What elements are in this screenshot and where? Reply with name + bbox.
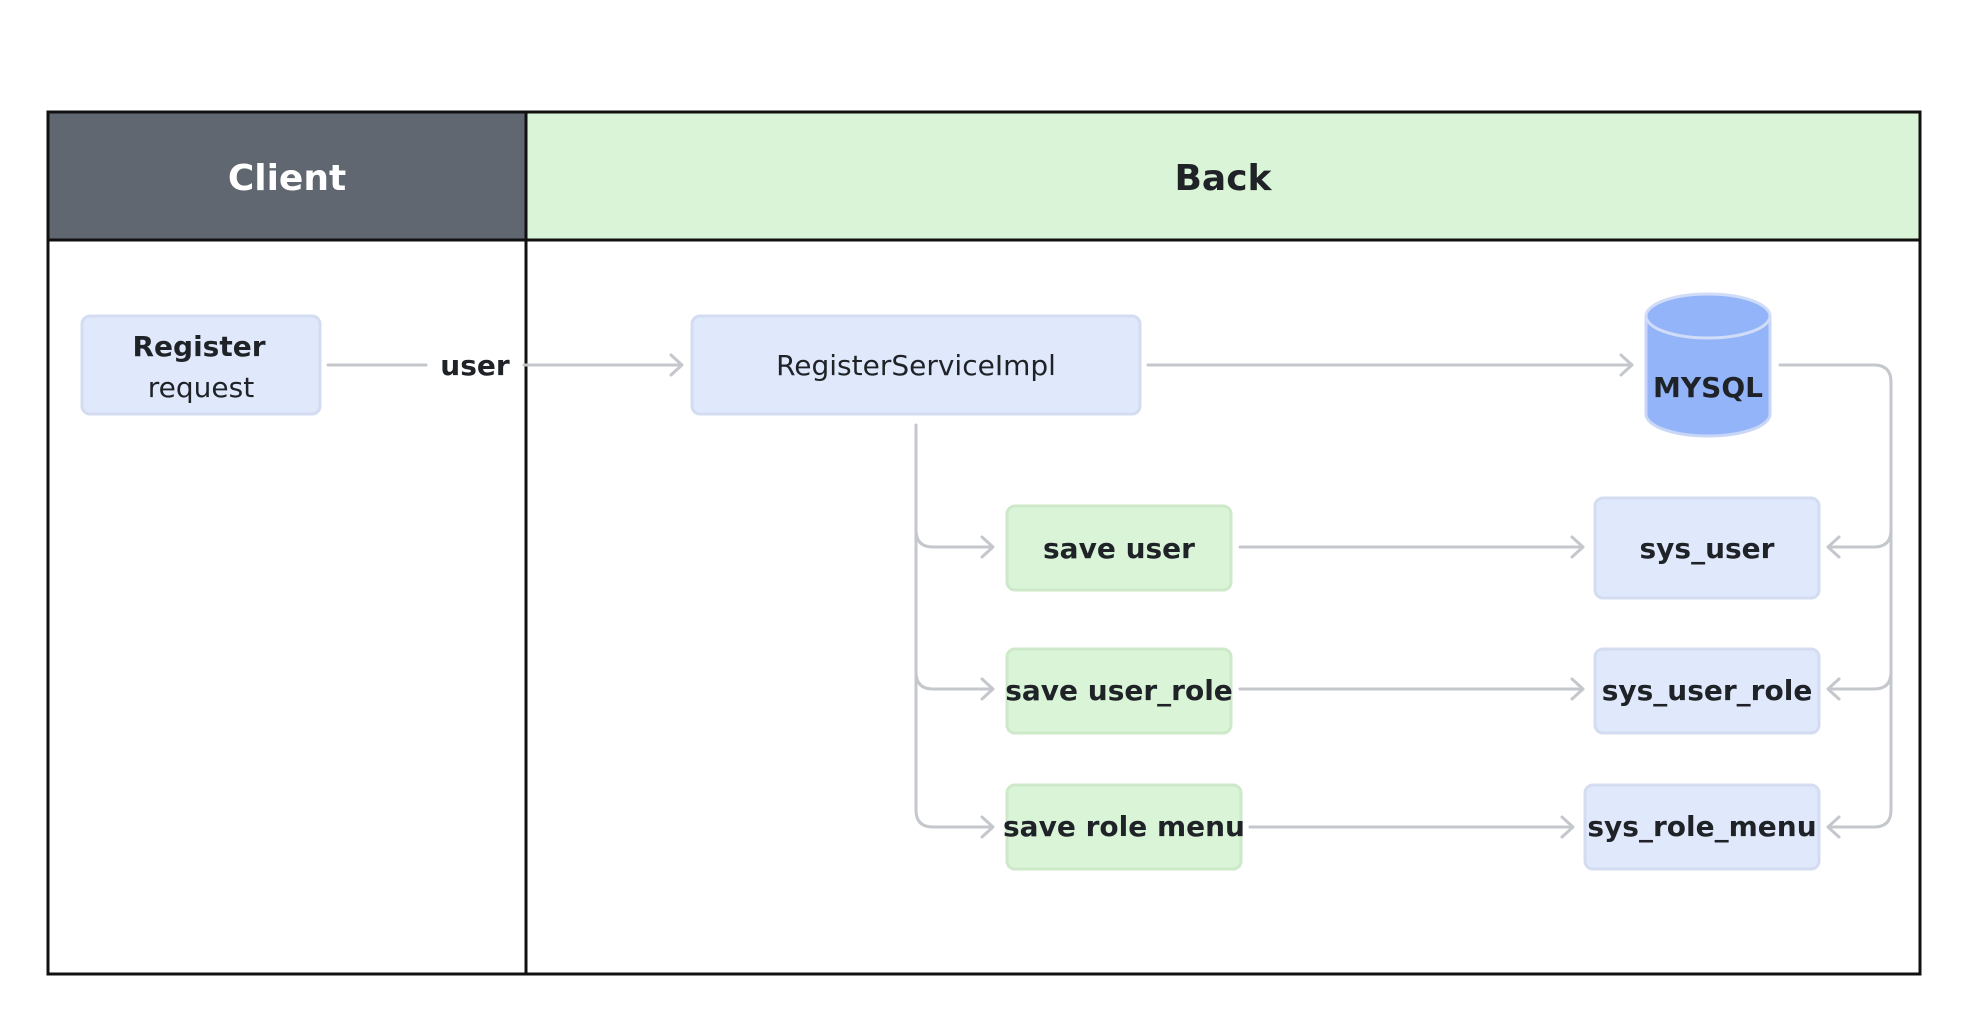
save-user-role-node: save user_role	[1005, 647, 1233, 735]
client-lane-header	[48, 112, 526, 240]
sys-user-label: sys_user	[1640, 532, 1775, 565]
connectors	[326, 353, 1893, 839]
register-service-label: RegisterServiceImpl	[776, 349, 1056, 382]
back-lane-header	[526, 112, 1920, 240]
register-request-node: Register request	[80, 314, 322, 416]
sys-user-role-table-node: sys_user_role	[1593, 647, 1821, 735]
connector-mysql-branch-sys-user-role	[1828, 670, 1893, 691]
arrowhead-sys-user	[1570, 535, 1585, 559]
connector-branch-save-user	[914, 528, 994, 549]
connector-mysql-trunk	[1778, 363, 1893, 829]
client-lane-title: Client	[228, 158, 346, 199]
database-icon	[1644, 316, 1772, 438]
mysql-database: MYSQL	[1644, 292, 1772, 438]
sys-user-table-node: sys_user	[1593, 496, 1821, 600]
arrowhead-save-user	[980, 535, 995, 559]
arrowhead-sys-user-role	[1570, 677, 1585, 701]
arrowhead-save-user-role	[980, 677, 995, 701]
mysql-label: MYSQL	[1653, 371, 1763, 404]
arrowhead-mysql-sys-user	[1826, 535, 1841, 559]
back-lane-title: Back	[1174, 158, 1272, 199]
arrowhead-mysql-sys-user-role	[1826, 677, 1841, 701]
connector-service-trunk	[914, 423, 994, 829]
save-user-role-label: save user_role	[1005, 674, 1233, 707]
arrowhead-mysql	[1619, 353, 1634, 377]
register-node-subtitle: request	[148, 371, 254, 404]
arrowhead-save-role-menu	[980, 815, 995, 839]
edge-label-user: user	[440, 349, 510, 382]
save-role-menu-node: save role menu	[1003, 783, 1245, 871]
connector-branch-save-user-role	[914, 670, 994, 691]
sys-user-role-label: sys_user_role	[1602, 674, 1813, 707]
connector-mysql-branch-sys-user	[1828, 528, 1893, 549]
arrowhead-sys-role-menu	[1560, 815, 1575, 839]
arrowhead-service	[669, 353, 684, 377]
save-user-label: save user	[1043, 532, 1195, 565]
sys-role-menu-label: sys_role_menu	[1587, 810, 1816, 843]
save-user-node: save user	[1005, 504, 1233, 592]
arrowhead-mysql-sys-role-menu	[1826, 815, 1841, 839]
register-node-title: Register	[132, 330, 265, 363]
save-role-menu-label: save role menu	[1003, 810, 1245, 843]
swimlane-frame	[46, 110, 1922, 976]
sys-role-menu-table-node: sys_role_menu	[1583, 783, 1821, 871]
register-service-node: RegisterServiceImpl	[690, 314, 1142, 416]
